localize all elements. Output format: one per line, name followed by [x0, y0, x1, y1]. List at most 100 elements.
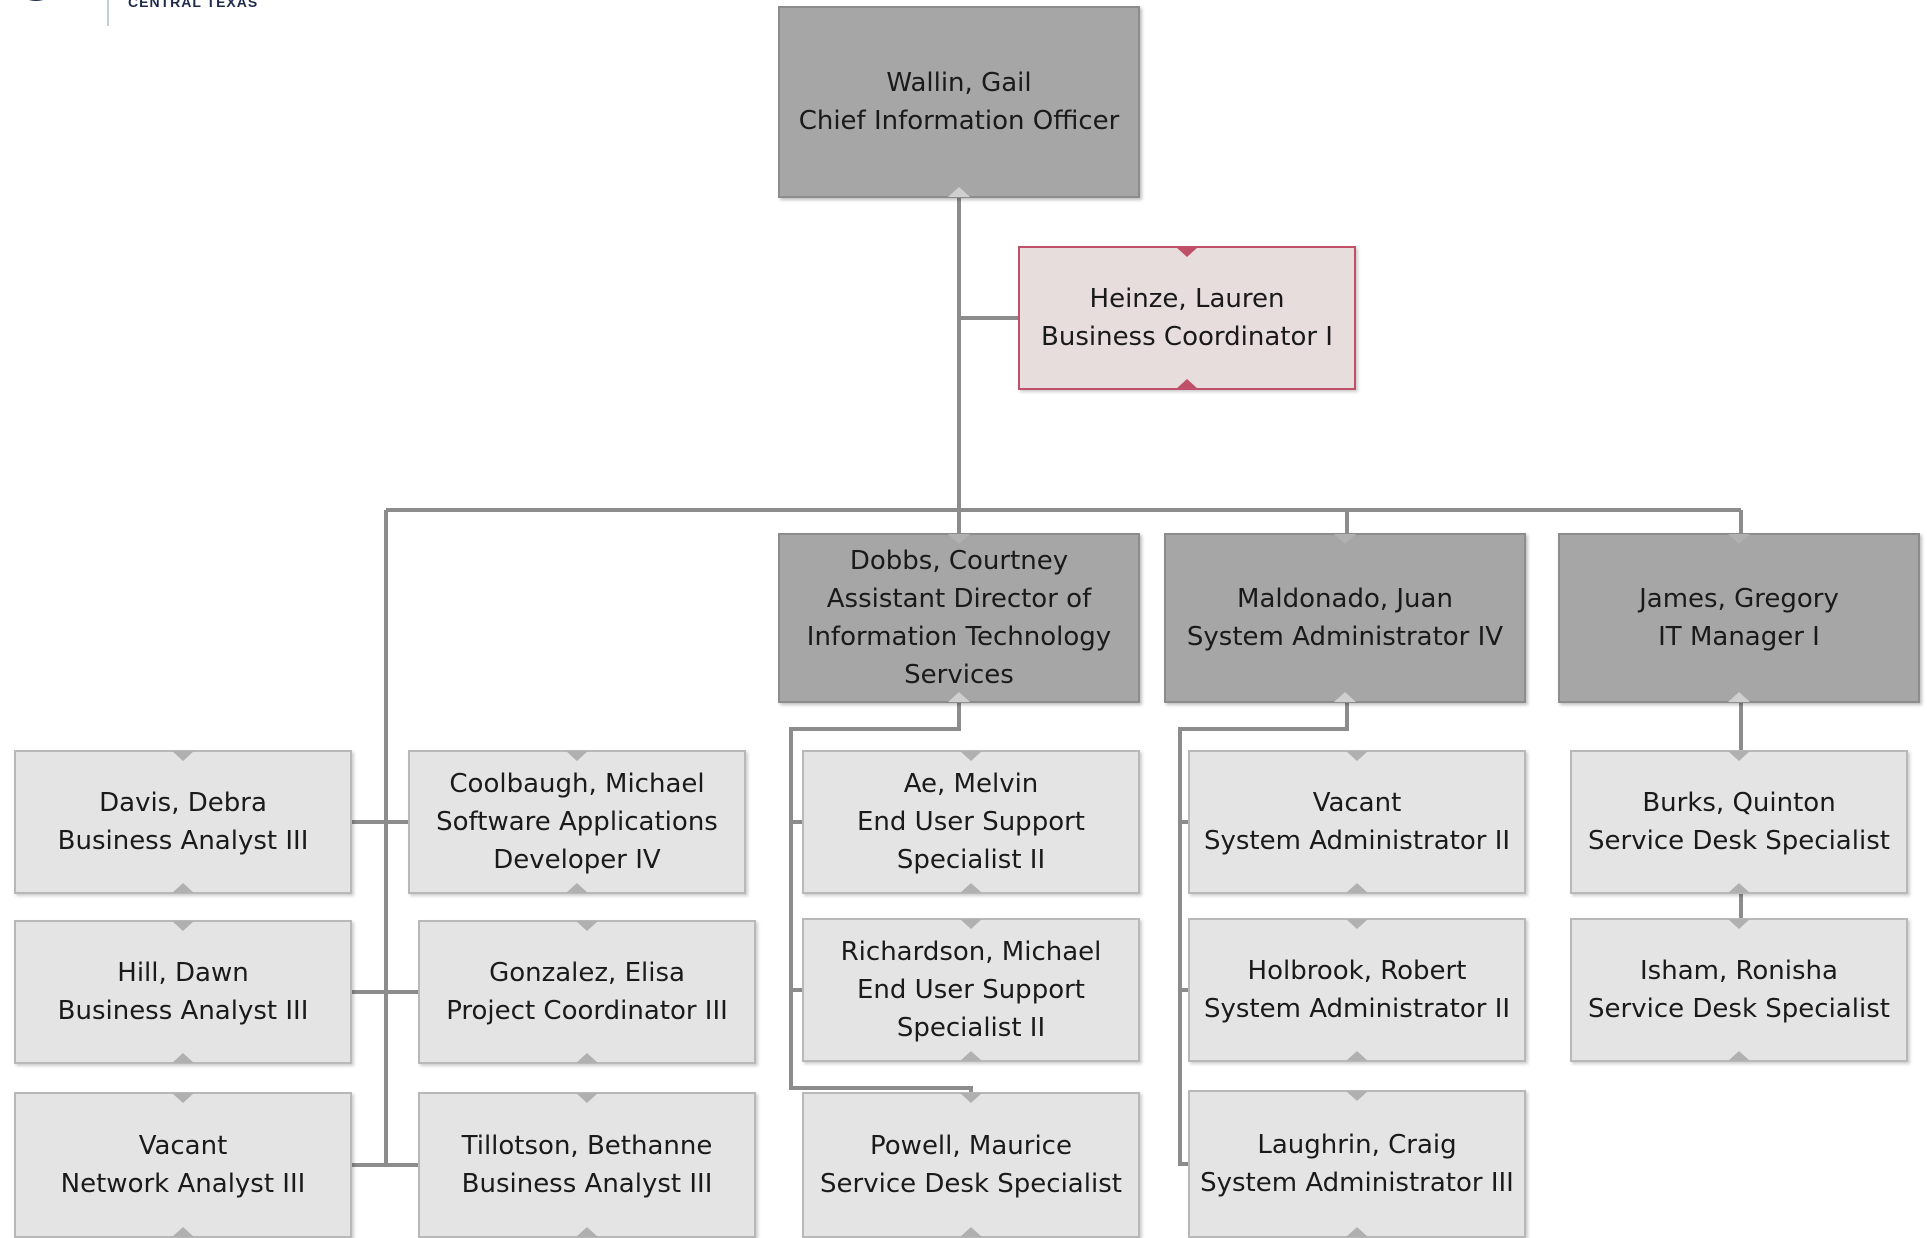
- connector-cap-icon: [1728, 883, 1750, 893]
- connector-cap-icon: [1346, 1051, 1368, 1061]
- org-node-title: System Administrator II: [1203, 994, 1511, 1024]
- org-node-name: Powell, Maurice: [870, 1131, 1072, 1161]
- connector-cap-icon: [1728, 534, 1750, 544]
- connector-cap-icon: [1728, 919, 1750, 929]
- org-node-name: Burks, Quinton: [1642, 788, 1836, 818]
- org-node-title: System Administrator II: [1203, 826, 1511, 856]
- connector-cap-icon: [1728, 751, 1750, 761]
- connector-cap-icon: [960, 1051, 982, 1061]
- org-node-name: Holbrook, Robert: [1247, 956, 1467, 986]
- connector-cap-icon: [1346, 1091, 1368, 1101]
- connector-cap-icon: [566, 883, 588, 893]
- connector-cap-icon: [960, 751, 982, 761]
- connector-cap-icon: [1334, 534, 1356, 544]
- org-node-name: Coolbaugh, Michael: [449, 769, 705, 799]
- connector-cap-icon: [576, 921, 598, 931]
- org-node-name: Wallin, Gail: [886, 68, 1032, 98]
- org-node-name: Ae, Melvin: [903, 769, 1039, 799]
- logo: CENTRAL TEXAS: [0, 0, 320, 30]
- connector-cap-icon: [960, 1227, 982, 1237]
- org-node-title: IT Manager I: [1658, 622, 1820, 652]
- report-bus-line: [789, 703, 973, 1092]
- shield-icon: [29, 0, 43, 1]
- org-node-title: System Administrator III: [1200, 1168, 1514, 1198]
- org-node-name: Vacant: [138, 1131, 228, 1161]
- org-node-title: Service Desk Specialist: [820, 1169, 1122, 1199]
- connector-cap-icon: [960, 883, 982, 893]
- org-node-name: Laughrin, Craig: [1257, 1130, 1457, 1160]
- org-node-name: Isham, Ronisha: [1640, 956, 1838, 986]
- logo-divider: [107, 0, 109, 26]
- logo-text: CENTRAL TEXAS: [128, 0, 259, 10]
- connector-cap-icon: [948, 187, 970, 197]
- org-node-title: Business Analyst III: [57, 996, 309, 1026]
- connector-cap-icon: [1176, 379, 1198, 389]
- connector-cap-icon: [1346, 883, 1368, 893]
- org-node-title: Service Desk Specialist: [1588, 994, 1890, 1024]
- connector-cap-icon: [172, 751, 194, 761]
- org-node-title: Business Coordinator I: [1041, 322, 1333, 352]
- connector-cap-icon: [1346, 1227, 1368, 1237]
- org-node-name: Heinze, Lauren: [1089, 284, 1285, 314]
- connector-cap-icon: [566, 751, 588, 761]
- org-node-title: Software Applications Developer IV: [436, 807, 718, 875]
- org-node-title: Business Analyst III: [461, 1169, 713, 1199]
- connector-cap-icon: [172, 1053, 194, 1063]
- org-node-title: End User Support Specialist II: [857, 975, 1085, 1043]
- org-node-title: Chief Information Officer: [798, 106, 1120, 136]
- connector-cap-icon: [948, 692, 970, 702]
- connector-cap-icon: [576, 1227, 598, 1237]
- org-node-name: Davis, Debra: [99, 788, 267, 818]
- org-node-name: Hill, Dawn: [117, 958, 249, 988]
- org-node-title: System Administrator IV: [1186, 622, 1504, 652]
- org-node-name: Vacant: [1312, 788, 1402, 818]
- org-node-name: Dobbs, Courtney: [849, 546, 1069, 576]
- connector-cap-icon: [1334, 692, 1356, 702]
- connector-cap-icon: [960, 919, 982, 929]
- connector-cap-icon: [1728, 1051, 1750, 1061]
- org-node-name: James, Gregory: [1639, 584, 1839, 614]
- org-node-title: Business Analyst III: [57, 826, 309, 856]
- org-node-title: Project Coordinator III: [446, 996, 728, 1026]
- connector-cap-icon: [1346, 751, 1368, 761]
- org-node-title: End User Support Specialist II: [857, 807, 1085, 875]
- org-node-title: Assistant Director of Information Techno…: [806, 584, 1112, 690]
- org-node-title: Service Desk Specialist: [1588, 826, 1890, 856]
- connector-cap-icon: [172, 883, 194, 893]
- org-node-name: Tillotson, Bethanne: [461, 1131, 713, 1161]
- connector-cap-icon: [1346, 919, 1368, 929]
- connector-cap-icon: [172, 921, 194, 931]
- connector-cap-icon: [1728, 692, 1750, 702]
- connector-cap-icon: [960, 1093, 982, 1103]
- connector-cap-icon: [576, 1093, 598, 1103]
- report-bus-line: [1178, 703, 1349, 1166]
- connector-cap-icon: [172, 1093, 194, 1103]
- org-node-manager[interactable]: James, Gregory IT Manager I: [1558, 533, 1920, 703]
- org-node-name: Maldonado, Juan: [1237, 584, 1453, 614]
- org-node-name: Richardson, Michael: [840, 937, 1102, 967]
- org-node-name: Gonzalez, Elisa: [489, 958, 685, 988]
- connector-cap-icon: [948, 534, 970, 544]
- connector-cap-icon: [172, 1227, 194, 1237]
- connector-cap-icon: [576, 1053, 598, 1063]
